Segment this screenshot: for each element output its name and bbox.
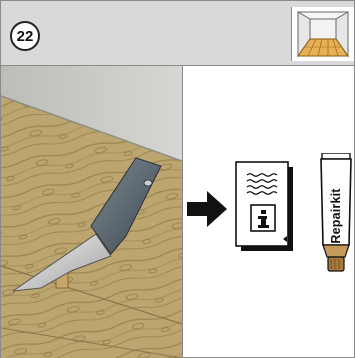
room-wood-floor-icon: [291, 7, 354, 61]
step-number-badge: 22: [10, 21, 40, 51]
repair-tube-icon: [319, 152, 353, 278]
arrow-right-icon: [187, 191, 227, 232]
putty-knife-illustration: [1, 66, 183, 358]
instruction-document-icon: [235, 161, 295, 258]
repair-kit-label: Repairkit: [329, 188, 343, 244]
step-header: 22: [1, 1, 354, 66]
step-number: 22: [16, 27, 34, 45]
